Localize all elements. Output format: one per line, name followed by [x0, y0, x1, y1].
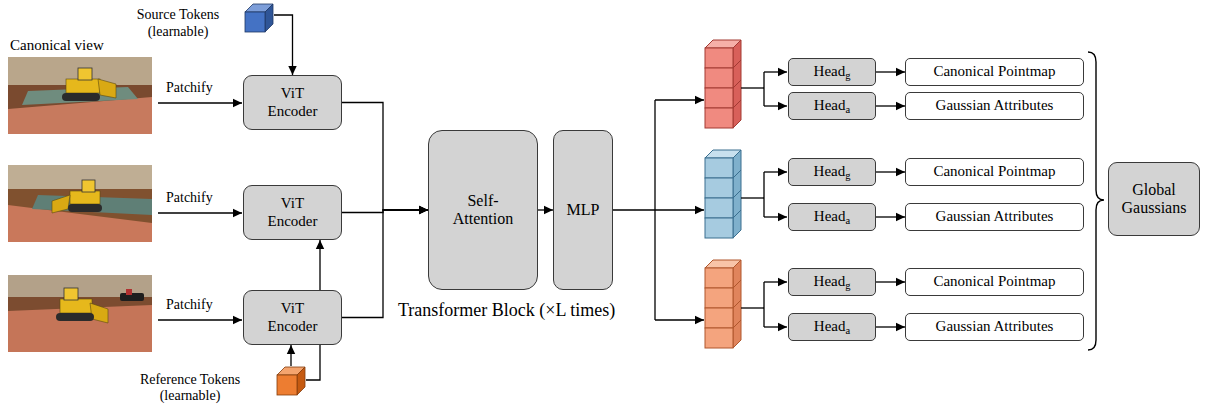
view-label: Canonical view: [10, 37, 104, 54]
connector-arrow: [876, 216, 905, 217]
connector-arrow: [876, 105, 905, 106]
output-box: Canonical Pointmap: [905, 268, 1084, 296]
token-cube: [276, 366, 306, 396]
step-label: Patchify: [166, 80, 213, 96]
connector-arrow: [342, 103, 428, 211]
output-wire: [613, 100, 704, 320]
node-text: ViT Encoder: [262, 195, 324, 230]
token-stack: [705, 150, 741, 238]
token-input: Source Tokens (learnable): [130, 3, 274, 44]
result-box: Global Gaussians: [1108, 162, 1200, 236]
head-box: Headg: [788, 58, 876, 86]
node-text: ViT Encoder: [262, 300, 324, 335]
head-wire: [741, 72, 787, 327]
head-box: Heada: [788, 92, 876, 120]
node-text: Gaussian Attributes: [936, 208, 1054, 225]
node-text: Headg: [814, 163, 851, 180]
node-text: Canonical Pointmap: [933, 273, 1055, 290]
connector-arrow: [876, 71, 905, 72]
head-box: Headg: [788, 158, 876, 186]
connector-arrow: [538, 209, 553, 210]
node-text: Heada: [814, 208, 850, 225]
output-box: Canonical Pointmap: [905, 58, 1084, 86]
node-text: Headg: [814, 63, 851, 80]
node-text: Headg: [814, 273, 851, 290]
node-text: ViT Encoder: [262, 85, 324, 120]
output-box: Gaussian Attributes: [905, 92, 1084, 120]
node-text: Reference Tokens (learnable): [122, 372, 258, 404]
node-text: Canonical Pointmap: [933, 163, 1055, 180]
node-text: Source Tokens (learnable): [130, 7, 226, 39]
token-cube: [244, 3, 274, 33]
node-text: Gaussian Attributes: [936, 97, 1054, 114]
block-caption: Transformer Block (×L times): [398, 300, 615, 321]
attention-block: Self-Attention: [428, 130, 538, 290]
node-text: MLP: [567, 201, 600, 219]
head-box: Heada: [788, 203, 876, 231]
token-stack: [705, 40, 741, 128]
encoder-box: ViT Encoder: [243, 75, 342, 130]
node-text: Canonical Pointmap: [933, 63, 1055, 80]
mlp-block: MLP: [553, 130, 613, 290]
connector-arrow: [876, 326, 905, 327]
head-box: Heada: [788, 313, 876, 341]
node-text: Heada: [814, 97, 850, 114]
input-photo: [8, 57, 152, 134]
output-box: Canonical Pointmap: [905, 158, 1084, 186]
node-text: Global Gaussians: [1118, 181, 1190, 218]
output-box: Gaussian Attributes: [905, 203, 1084, 231]
input-photo: [8, 275, 152, 352]
encoder-box: ViT Encoder: [243, 290, 342, 345]
token-stack: [705, 260, 741, 348]
curly-brace: [1088, 52, 1104, 350]
head-box: Headg: [788, 268, 876, 296]
node-text: Gaussian Attributes: [936, 318, 1054, 335]
connector-arrow: [290, 345, 291, 366]
connector-arrow: [876, 281, 905, 282]
connector-arrow: [274, 15, 293, 75]
step-label: Patchify: [166, 297, 213, 313]
encoder-box: ViT Encoder: [243, 185, 342, 240]
connector-arrow: [876, 171, 905, 172]
node-text: Heada: [814, 318, 850, 335]
token-input: Reference Tokens (learnable): [122, 366, 306, 410]
step-label: Patchify: [166, 190, 213, 206]
node-text: Self-Attention: [443, 192, 523, 229]
input-photo: [8, 165, 152, 242]
output-box: Gaussian Attributes: [905, 313, 1084, 341]
patchify-arrow: [158, 103, 242, 320]
